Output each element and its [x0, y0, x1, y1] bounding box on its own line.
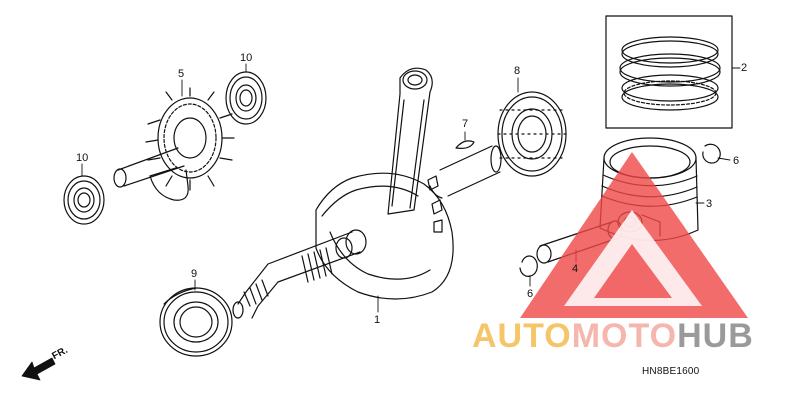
- watermark-part-moto: MOTO: [571, 317, 678, 355]
- callout-6-lower: 6: [527, 288, 534, 300]
- watermark-part-hub: HUB: [677, 317, 754, 355]
- callout-1: 1: [374, 314, 381, 326]
- drawing-code: HN8BE1600: [642, 366, 700, 377]
- watermark-part-auto: AUTO: [472, 317, 572, 355]
- callout-7: 7: [462, 118, 469, 130]
- callout-3: 3: [706, 198, 713, 210]
- callout-10-lower: 10: [76, 152, 89, 164]
- watermark-wordmark: AUTOMOTOHUB: [472, 318, 754, 354]
- callout-9: 9: [191, 268, 198, 280]
- balancer-shaft: [113, 87, 235, 201]
- callout-6-upper: 6: [733, 155, 740, 167]
- woodruff-key: [455, 140, 475, 149]
- piston-ring-set: [605, 15, 733, 129]
- pin-clip-lower: [519, 255, 538, 277]
- bearing-8: [497, 91, 567, 177]
- watermark-triangle-logo: [520, 152, 748, 318]
- callout-2: 2: [741, 62, 748, 74]
- callout-8: 8: [514, 65, 521, 77]
- bearing-10-upper: [225, 71, 267, 125]
- bearing-9: [159, 287, 233, 357]
- callout-4: 4: [572, 263, 579, 275]
- pin-clip-upper: [702, 143, 721, 164]
- callout-5: 5: [178, 68, 185, 80]
- crankshaft: [232, 67, 502, 319]
- bearing-10-lower: [63, 175, 105, 225]
- front-arrow-icon: [21, 357, 56, 381]
- callout-10-upper: 10: [240, 52, 253, 64]
